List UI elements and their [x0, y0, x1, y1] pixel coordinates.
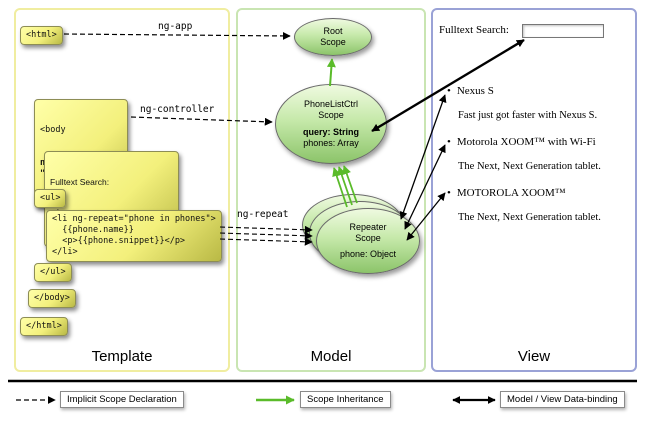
repeater-scope-ellipse-front: Repeater Scope phone: Object: [316, 208, 420, 274]
list-item-title: • MOTOROLA XOOM™: [447, 186, 631, 200]
phonelistctrl-prop-phones: phones: Array: [303, 137, 359, 148]
code-fulltext-label: Fulltext Search:: [50, 177, 110, 188]
code-html-close: </html>: [20, 317, 68, 337]
template-panel-label: Template: [91, 348, 153, 365]
legend-implicit-label: Implicit Scope Declaration: [67, 394, 177, 405]
code-ul-open: <ul>: [34, 189, 67, 209]
root-scope-title-2: Scope: [320, 37, 346, 47]
repeater-title-1: Repeater: [349, 221, 387, 232]
root-scope-ellipse: Root Scope: [294, 18, 372, 56]
legend-scope-inheritance: Scope Inheritance: [300, 391, 391, 408]
phonelistctrl-title-2: Scope: [318, 110, 344, 121]
legend-implicit-scope-declaration: Implicit Scope Declaration: [60, 391, 184, 408]
code-html-open: <html>: [20, 26, 63, 46]
list-item-desc: The Next, Next Generation tablet.: [458, 161, 601, 172]
phonelistctrl-title-1: PhoneListCtrl: [303, 99, 359, 109]
bullet-icon: •: [447, 187, 451, 199]
bullet-icon: •: [447, 85, 451, 97]
root-scope-title-1: Root: [323, 25, 343, 36]
legend-inheritance-label: Scope Inheritance: [307, 394, 384, 405]
list-item-title: • Motorola XOOM™ with Wi-Fi: [447, 135, 631, 149]
legend-binding-label: Model / View Data-binding: [507, 394, 618, 405]
list-item: • MOTOROLA XOOM™ The Next, Next Generatio…: [447, 186, 631, 224]
legend-model-view-data-binding: Model / View Data-binding: [500, 391, 625, 408]
list-item-desc: The Next, Next Generation tablet.: [458, 212, 601, 223]
phonelistctrl-scope-ellipse: PhoneListCtrl Scope query: String phones…: [275, 84, 387, 164]
bullet-icon: •: [447, 136, 451, 148]
ng-app-label: ng-app: [158, 21, 193, 32]
code-ul-close: </ul>: [34, 263, 72, 283]
model-panel-label: Model: [310, 348, 352, 365]
list-item-desc: Fast just got faster with Nexus S.: [458, 110, 598, 121]
view-panel-label: View: [517, 348, 551, 365]
repeater-prop-phone: phone: Object: [339, 249, 397, 260]
view-list: • Nexus S Fast just got faster with Nexus…: [447, 84, 631, 237]
list-item-title: • Nexus S: [447, 84, 631, 98]
repeater-title-2: Scope: [355, 232, 381, 243]
list-item-title-text: MOTOROLA XOOM™: [456, 187, 566, 199]
list-item: • Nexus S Fast just got faster with Nexus…: [447, 84, 631, 122]
list-item-title-text: Motorola XOOM™ with Wi-Fi: [456, 136, 596, 148]
ng-controller-label: ng-controller: [140, 104, 215, 115]
phonelistctrl-prop-query: query: String: [302, 126, 359, 137]
list-item-title-text: Nexus S: [456, 85, 494, 97]
fulltext-search-input[interactable]: [522, 24, 604, 38]
view-search-label: Fulltext Search:: [439, 24, 509, 36]
code-body-open-tag: <body: [40, 125, 66, 136]
ng-repeat-label: ng-repeat: [237, 209, 289, 220]
code-li-repeat: <li ng-repeat="phone in phones"> {{phone…: [46, 210, 222, 263]
code-body-close: </body>: [28, 289, 76, 309]
model-panel: Model: [236, 8, 426, 372]
list-item: • Motorola XOOM™ with Wi-Fi The Next, Nex…: [447, 135, 631, 173]
